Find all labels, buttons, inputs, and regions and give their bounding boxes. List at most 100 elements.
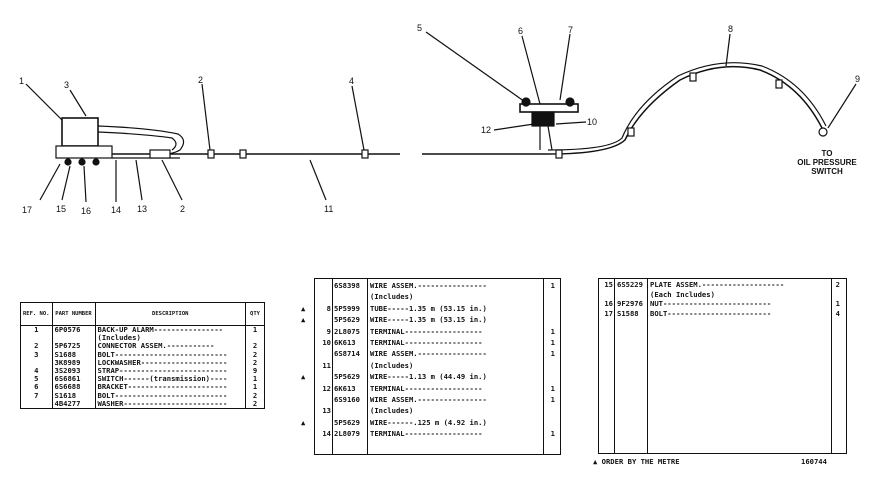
- part-number-cell: 5P5629: [334, 417, 360, 427]
- ref-cell: [20, 399, 53, 409]
- wire-assembly: [547, 125, 553, 151]
- ref-cell: 10: [322, 338, 331, 347]
- description-cell: SWITCH------(transmission)----: [95, 375, 246, 384]
- table-header-row: REF. NO. PART NUMBER DESCRIPTION QTY: [20, 302, 265, 326]
- part-number-cell: S1618: [52, 391, 96, 400]
- qty-cell: 2: [245, 358, 265, 368]
- description-cell: BOLT--------------------------: [95, 391, 246, 400]
- part-number-cell: 4B4277: [52, 399, 96, 409]
- description-cell: WIRE------.125 m (4.92 in.): [370, 418, 487, 427]
- illustration-number: 160744: [801, 457, 827, 466]
- strap: [239, 149, 247, 159]
- column-header-part: PART NUMBER: [51, 302, 96, 326]
- callout-6: 6: [518, 26, 523, 36]
- description-cell: CONNECTOR ASSEM.-----------: [95, 342, 246, 351]
- bolt: [565, 97, 575, 107]
- ref-cell: 9: [326, 326, 331, 336]
- callout-17: 17: [22, 205, 32, 215]
- part-number-cell: 6S8398: [334, 281, 360, 290]
- part-number-cell: 6S6688: [52, 383, 96, 392]
- qty-cell: 1: [550, 281, 555, 290]
- nut: [64, 158, 72, 166]
- note-line: OIL PRESSURE: [797, 158, 857, 167]
- part-number-cell: 6S9160: [334, 395, 360, 404]
- order-by-metre-marker: ▲: [301, 417, 306, 427]
- part-number-cell: 3S2093: [52, 366, 96, 376]
- callout-2: 2: [198, 75, 203, 85]
- part-number-cell: S1688: [52, 350, 96, 359]
- callout-11: 11: [324, 204, 333, 214]
- part-number-cell: 6S8714: [334, 349, 360, 359]
- part-number-cell: 6K613: [334, 338, 356, 347]
- callout-8: 8: [728, 24, 733, 34]
- description-cell: STRAP-------------------------: [95, 366, 246, 376]
- part-number-cell: 6K613: [334, 383, 356, 393]
- description-cell: WIRE ASSEM.----------------: [370, 350, 487, 359]
- description-cell: BOLT--------------------------: [95, 350, 246, 359]
- callout-14: 14: [111, 205, 121, 215]
- callout-13: 13: [137, 204, 147, 214]
- part-number-cell: 2L8079: [334, 429, 360, 439]
- description-cell: (Includes): [370, 407, 414, 416]
- ref-cell: 7: [20, 391, 53, 400]
- strap: [627, 127, 635, 137]
- strap: [555, 149, 563, 159]
- ref-cell: 15: [604, 280, 613, 289]
- qty-cell: 9: [245, 366, 265, 376]
- column-header-ref: REF. NO.: [20, 302, 53, 326]
- order-by-metre-marker: ▲: [301, 303, 306, 313]
- bolt: [92, 158, 100, 166]
- description-cell: WIRE ASSEM.----------------: [370, 396, 487, 404]
- ref-cell: 14: [322, 429, 331, 439]
- order-by-metre-marker: ▲: [301, 372, 306, 382]
- callout-16: 16: [81, 206, 91, 216]
- qty-cell: [245, 334, 265, 343]
- ref-cell: 8: [326, 303, 331, 313]
- description-cell: BACK-UP ALARM----------------: [95, 325, 246, 335]
- description-cell: TERMINAL------------------: [370, 384, 483, 393]
- part-number-cell: 5P5629: [334, 372, 360, 382]
- ref-cell: 16: [604, 299, 613, 309]
- connector: [149, 149, 171, 159]
- strap: [689, 72, 697, 82]
- back-up-alarm: [61, 117, 99, 147]
- ref-cell: 3: [20, 350, 53, 359]
- qty-cell: 1: [550, 395, 555, 404]
- qty-cell: 4: [835, 308, 840, 318]
- part-number-cell: 5P6725: [52, 342, 96, 351]
- wire-loop: [97, 131, 177, 151]
- ref-cell: 6: [20, 383, 53, 392]
- note-line: SWITCH: [811, 167, 843, 176]
- qty-cell: 2: [835, 280, 840, 289]
- ref-cell: 4: [20, 366, 53, 376]
- part-number-cell: [52, 334, 96, 343]
- qty-cell: 1: [835, 299, 840, 309]
- description-cell: TERMINAL------------------: [370, 430, 483, 439]
- part-number-cell: 5P5629: [334, 315, 360, 325]
- description-cell: WIRE-----1.35 m (53.15 in.): [370, 316, 487, 325]
- part-number-cell: 6S5229: [617, 280, 643, 289]
- description-cell: TERMINAL------------------: [370, 339, 483, 347]
- column-header-qty: QTY: [245, 302, 265, 326]
- ref-cell: [20, 358, 53, 368]
- description-cell: TUBE-----1.35 m (53.15 in.): [370, 304, 487, 313]
- callout-2-lower: 2: [180, 204, 185, 214]
- note-line: TO: [821, 149, 833, 158]
- part-number-cell: 2L8075: [334, 326, 360, 336]
- ref-cell: 5: [20, 375, 53, 384]
- ref-cell: 13: [322, 406, 331, 416]
- qty-cell: 2: [245, 342, 265, 351]
- wire-assembly: [422, 65, 823, 155]
- description-cell: BRACKET-----------------------: [95, 383, 246, 392]
- qty-cell: 1: [550, 349, 555, 359]
- part-number-cell: 6S6861: [52, 375, 96, 384]
- wiring-diagram: 1 3 2 4 5 6 7 8 9 10 11 12 13 14 15 16 1…: [19, 23, 860, 216]
